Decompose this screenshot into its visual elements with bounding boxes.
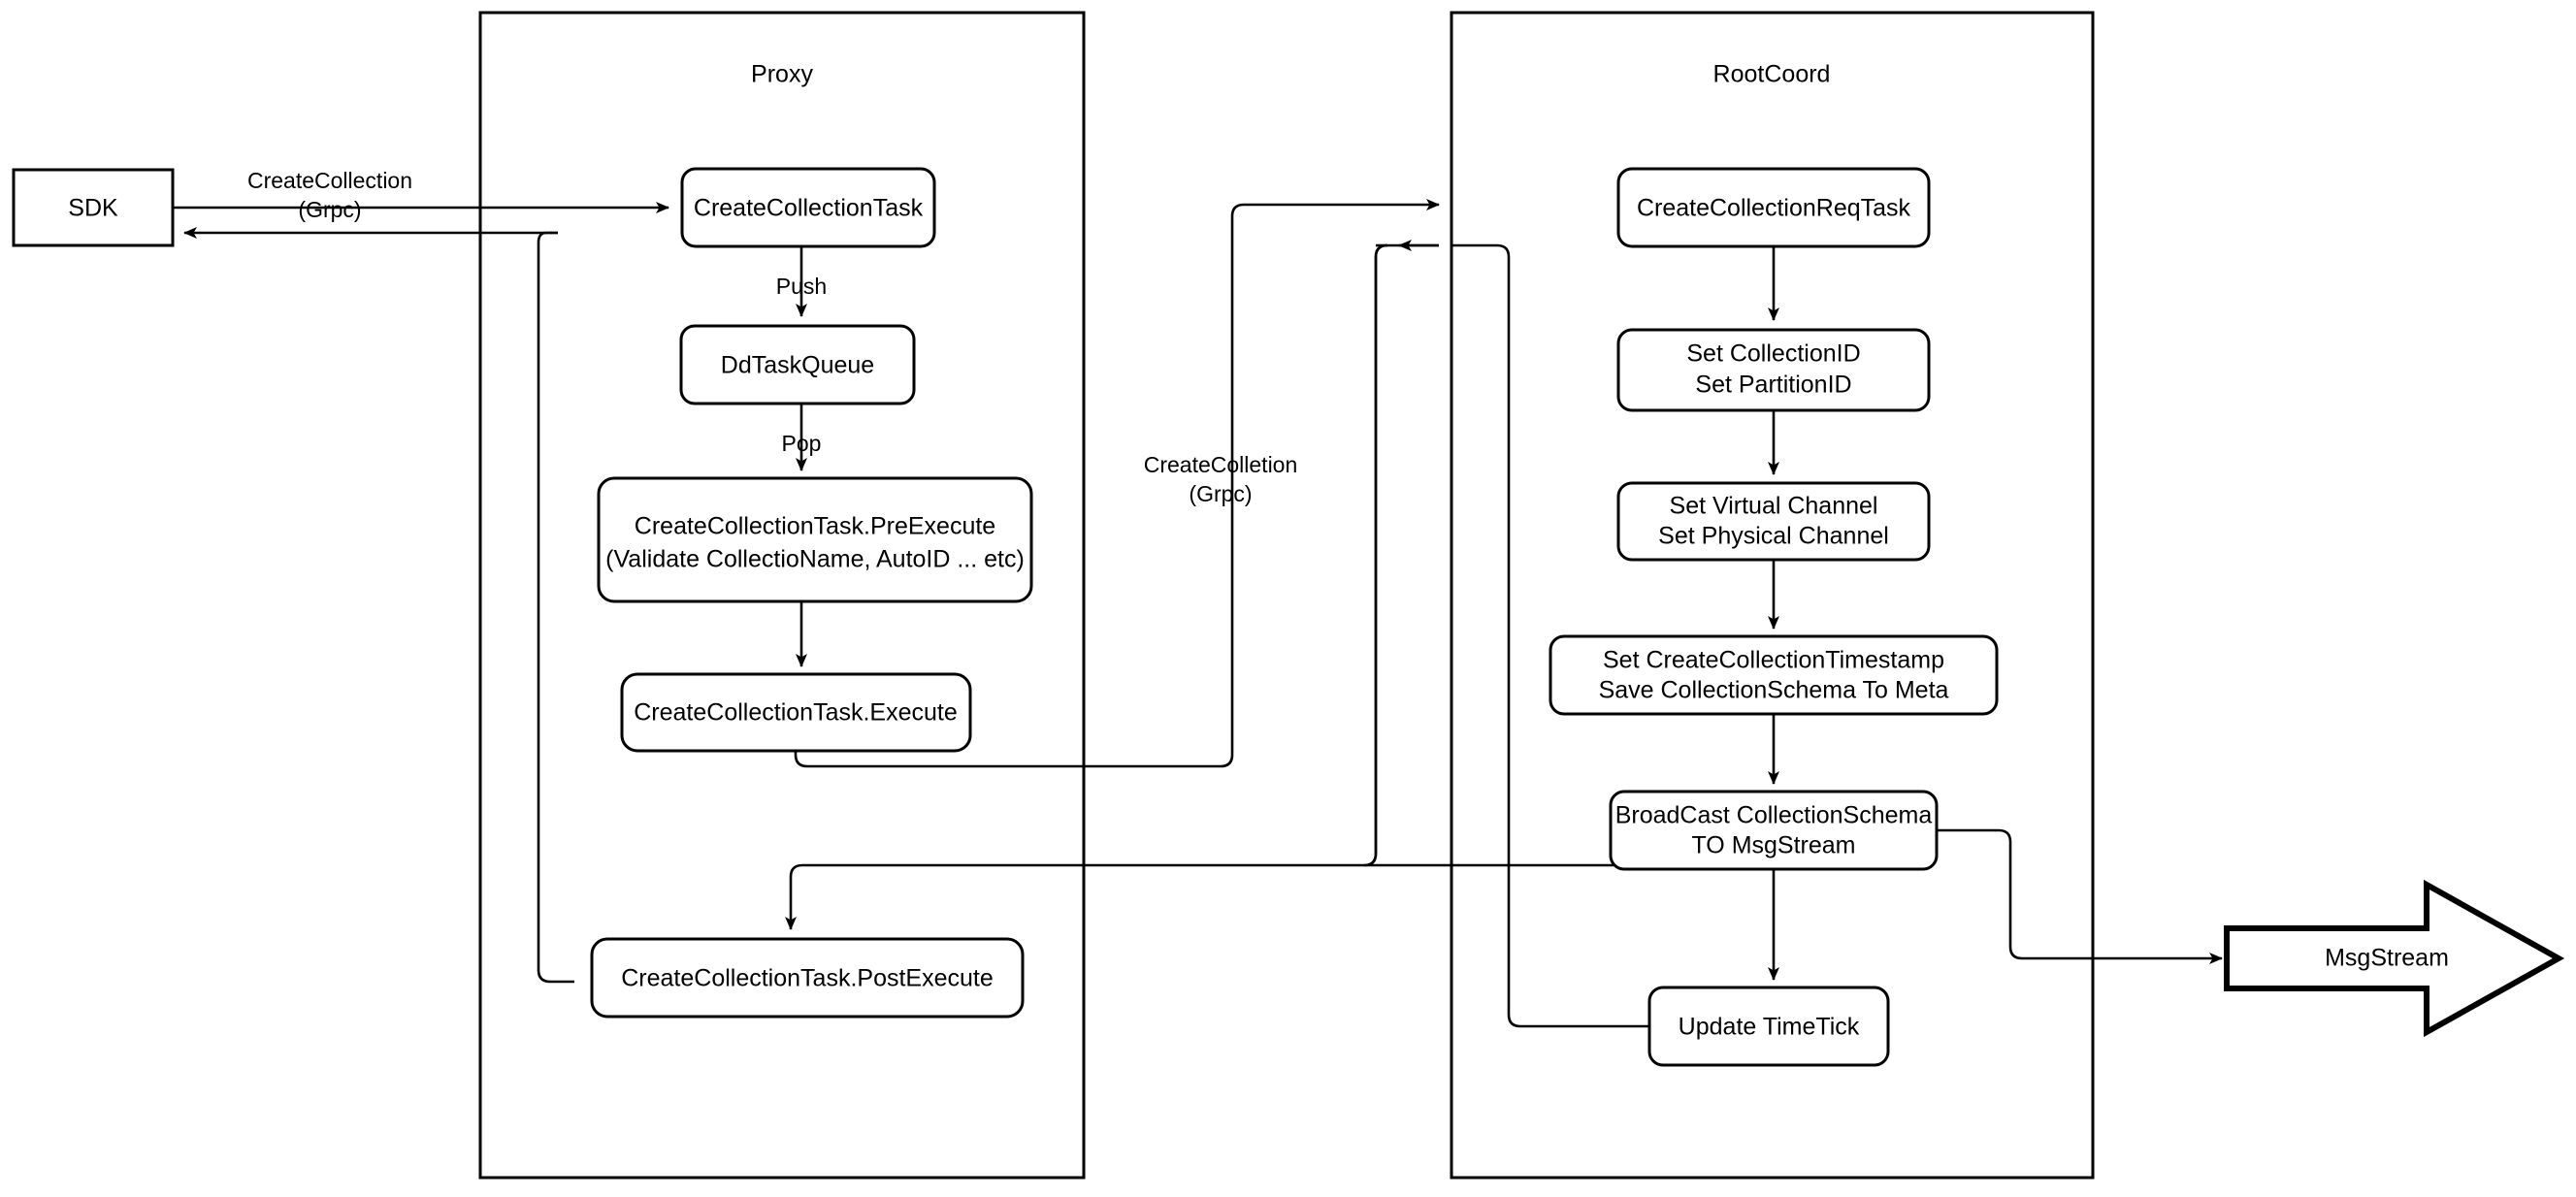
node-set-timestamp[interactable]: Set CreateCollectionTimestamp Save Colle… bbox=[1549, 634, 1999, 716]
proxy-to-rootcoord-label-line1: CreateColletion bbox=[1144, 452, 1298, 477]
proxy-to-rootcoord-label-line2: (Grpc) bbox=[1189, 481, 1252, 506]
sdk-to-proxy-label-line1: CreateCollection bbox=[247, 168, 412, 193]
node-set-channels[interactable]: Set Virtual Channel Set Physical Channel bbox=[1616, 481, 1931, 562]
dd-task-queue-box[interactable] bbox=[679, 324, 916, 405]
node-sdk[interactable]: SDK bbox=[12, 168, 175, 247]
sdk-box[interactable] bbox=[12, 168, 175, 247]
edge-update-timetick-return bbox=[1451, 243, 1649, 1028]
set-ids-label-line1: Set CollectionID bbox=[1686, 340, 1860, 368]
node-set-ids[interactable]: Set CollectionID Set PartitionID bbox=[1616, 328, 1931, 412]
node-pre-execute[interactable]: CreateCollectionTask.PreExecute (Validat… bbox=[597, 476, 1033, 603]
rootcoord-label: RootCoord bbox=[1713, 61, 1831, 88]
pre-execute-label-line1: CreateCollectionTask.PreExecute bbox=[635, 513, 995, 540]
broadcast-label-line1: BroadCast CollectionSchema bbox=[1615, 802, 1933, 829]
create-collection-req-task-label: CreateCollectionReqTask bbox=[1637, 195, 1911, 222]
node-update-timetick[interactable]: Update TimeTick bbox=[1647, 986, 1890, 1067]
set-timestamp-label-line2: Save CollectionSchema To Meta bbox=[1599, 677, 1949, 704]
edge-push: Push bbox=[776, 246, 827, 317]
edge-post-execute-to-sdk bbox=[183, 227, 574, 984]
msgstream-label: MsgStream bbox=[2325, 945, 2449, 972]
node-post-execute[interactable]: CreateCollectionTask.PostExecute bbox=[590, 937, 1025, 1019]
node-dd-task-queue[interactable]: DdTaskQueue bbox=[679, 324, 916, 405]
proxy-boundary bbox=[478, 11, 1086, 1180]
node-create-collection-task[interactable]: CreateCollectionTask bbox=[680, 167, 936, 248]
set-ids-label-line2: Set PartitionID bbox=[1695, 372, 1851, 399]
edge-rootcoord-to-post-execute bbox=[785, 240, 1776, 930]
push-label: Push bbox=[776, 274, 827, 299]
update-timetick-label: Update TimeTick bbox=[1679, 1014, 1860, 1041]
dd-task-queue-label: DdTaskQueue bbox=[721, 352, 874, 379]
node-execute[interactable]: CreateCollectionTask.Execute bbox=[620, 672, 972, 753]
proxy-label: Proxy bbox=[751, 61, 813, 88]
set-channels-label-line2: Set Physical Channel bbox=[1658, 523, 1889, 550]
edge-execute-to-rootcoord: CreateColletion (Grpc) bbox=[794, 199, 1440, 768]
create-collection-task-box[interactable] bbox=[680, 167, 936, 248]
post-execute-label: CreateCollectionTask.PostExecute bbox=[621, 965, 994, 992]
sdk-label: SDK bbox=[68, 195, 118, 222]
edge-sdk-label: CreateCollection (Grpc) bbox=[247, 168, 412, 222]
pre-execute-label-line2: (Validate CollectioName, AutoID ... etc) bbox=[605, 546, 1025, 573]
pop-label: Pop bbox=[782, 431, 822, 456]
node-broadcast[interactable]: BroadCast CollectionSchema TO MsgStream bbox=[1609, 790, 1939, 871]
container-rootcoord: RootCoord bbox=[1450, 11, 2095, 1180]
execute-label: CreateCollectionTask.Execute bbox=[634, 699, 958, 727]
edge-pop: Pop bbox=[782, 404, 822, 471]
node-create-collection-req-task[interactable]: CreateCollectionReqTask bbox=[1616, 167, 1931, 248]
sdk-to-proxy-label-line2: (Grpc) bbox=[298, 197, 361, 222]
container-proxy: Proxy bbox=[478, 11, 1086, 1180]
edge-broadcast-to-msgstream bbox=[1937, 828, 2223, 964]
post-execute-box[interactable] bbox=[590, 937, 1025, 1019]
rootcoord-boundary bbox=[1450, 11, 2095, 1180]
set-timestamp-label-line1: Set CreateCollectionTimestamp bbox=[1603, 647, 1944, 674]
msgstream-arrow-shape[interactable] bbox=[2224, 879, 2565, 1038]
set-channels-label-line1: Set Virtual Channel bbox=[1670, 493, 1878, 520]
create-collection-task-label: CreateCollectionTask bbox=[694, 195, 924, 222]
broadcast-label-line2: TO MsgStream bbox=[1691, 832, 1855, 859]
node-msgstream[interactable]: MsgStream bbox=[2224, 879, 2565, 1038]
pre-execute-box[interactable] bbox=[597, 476, 1033, 603]
